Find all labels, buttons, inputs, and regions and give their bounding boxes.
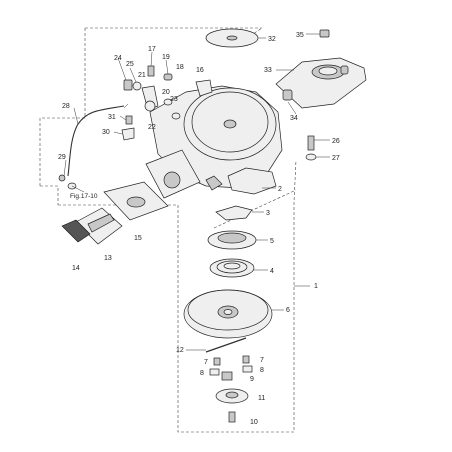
callout-17: 17 — [148, 46, 156, 53]
callout-2: 2 — [278, 186, 282, 193]
part-4-spring — [209, 258, 255, 278]
part-32-disc — [205, 28, 259, 48]
part-13-handle — [75, 207, 123, 245]
figure-reference-label: Fig.17-10 — [70, 193, 98, 200]
callout-16: 16 — [196, 67, 204, 74]
part-9-pin — [221, 371, 233, 381]
callout-19: 19 — [162, 54, 170, 61]
part-33-cover-plate — [275, 57, 367, 109]
callout-8b: 8 — [260, 367, 264, 374]
callout-7a: 7 — [204, 359, 208, 366]
callout-9: 9 — [250, 376, 254, 383]
callout-13: 13 — [104, 255, 112, 262]
callout-22: 22 — [148, 124, 156, 131]
callouts: 1 2 3 4 5 6 7 7 8 8 9 10 11 12 13 14 15 … — [58, 32, 340, 426]
callout-18: 18 — [176, 64, 184, 71]
part-27-washer — [305, 153, 317, 161]
callout-32: 32 — [268, 36, 276, 43]
callout-15: 15 — [134, 235, 142, 242]
callout-28: 28 — [62, 103, 70, 110]
callout-21: 21 — [138, 72, 146, 79]
callout-20: 20 — [162, 89, 170, 96]
callout-1: 1 — [314, 283, 318, 290]
callout-29: 29 — [58, 154, 66, 161]
callout-23: 23 — [170, 96, 178, 103]
assembly-boundary — [39, 27, 297, 433]
callout-24: 24 — [114, 55, 122, 62]
callout-11: 11 — [258, 395, 265, 402]
part-3-plate — [215, 205, 253, 221]
part-35-nut — [319, 29, 330, 38]
callout-7b: 7 — [260, 357, 264, 364]
callout-12: 12 — [176, 347, 184, 354]
callout-6: 6 — [286, 307, 290, 314]
part-10-screw — [228, 411, 236, 423]
part-11-cam — [215, 388, 249, 404]
callout-33: 33 — [264, 67, 272, 74]
part-5-ratchet — [207, 230, 257, 250]
callout-27: 27 — [332, 155, 340, 162]
callout-10: 10 — [250, 419, 258, 426]
leader-lines — [63, 33, 330, 351]
callout-34: 34 — [290, 115, 298, 122]
callout-4: 4 — [270, 268, 274, 275]
callout-26: 26 — [332, 138, 340, 145]
part-8-spring — [209, 365, 253, 376]
part-14-grip — [61, 219, 91, 243]
callout-35: 35 — [296, 32, 304, 39]
callout-8a: 8 — [200, 370, 204, 377]
callout-3: 3 — [266, 210, 270, 217]
part-7-pawl — [213, 355, 250, 366]
callout-30: 30 — [102, 129, 110, 136]
callout-31: 31 — [108, 114, 116, 121]
part-6-reel — [183, 289, 273, 339]
callout-14: 14 — [72, 265, 80, 272]
callout-5: 5 — [270, 238, 274, 245]
part-15-handle-guide — [103, 149, 201, 221]
part-12-rope — [205, 337, 247, 353]
part-26-bolt — [307, 135, 315, 151]
linkage-parts — [58, 65, 213, 190]
callout-25: 25 — [126, 61, 134, 68]
